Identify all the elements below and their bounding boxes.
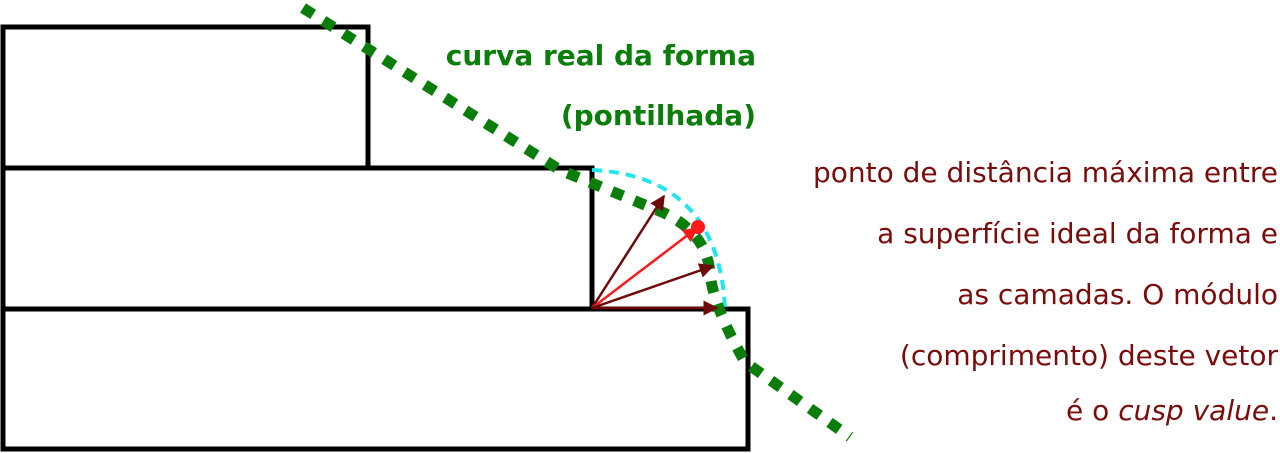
annotation-line1: ponto de distância máxima entre [813, 156, 1278, 189]
max-distance-point [691, 220, 705, 234]
vector-3 [591, 263, 715, 310]
layer-top [0, 24, 371, 171]
annotation-line3: as camadas. O módulo [957, 278, 1278, 311]
annotation-line4: (comprimento) deste vetor [900, 339, 1279, 372]
shape-label-line2: (pontilhada) [561, 99, 756, 132]
layer-middle [0, 165, 595, 312]
shape-label-line1: curva real da forma [446, 39, 756, 72]
annotation-line5-prefix: é o [1066, 394, 1118, 427]
annotation-line5-suffix: . [1269, 394, 1278, 427]
layer-bottom [0, 306, 751, 452]
ideal-surface-arc [591, 168, 727, 309]
vector-1 [590, 194, 666, 309]
annotation-line2: a superfície ideal da forma e [877, 217, 1278, 250]
annotation-line5: é o cusp value. [1066, 394, 1278, 427]
real-shape-curve [300, 3, 854, 442]
vector-max [591, 227, 699, 309]
annotation-cusp-value: cusp value [1118, 394, 1269, 427]
